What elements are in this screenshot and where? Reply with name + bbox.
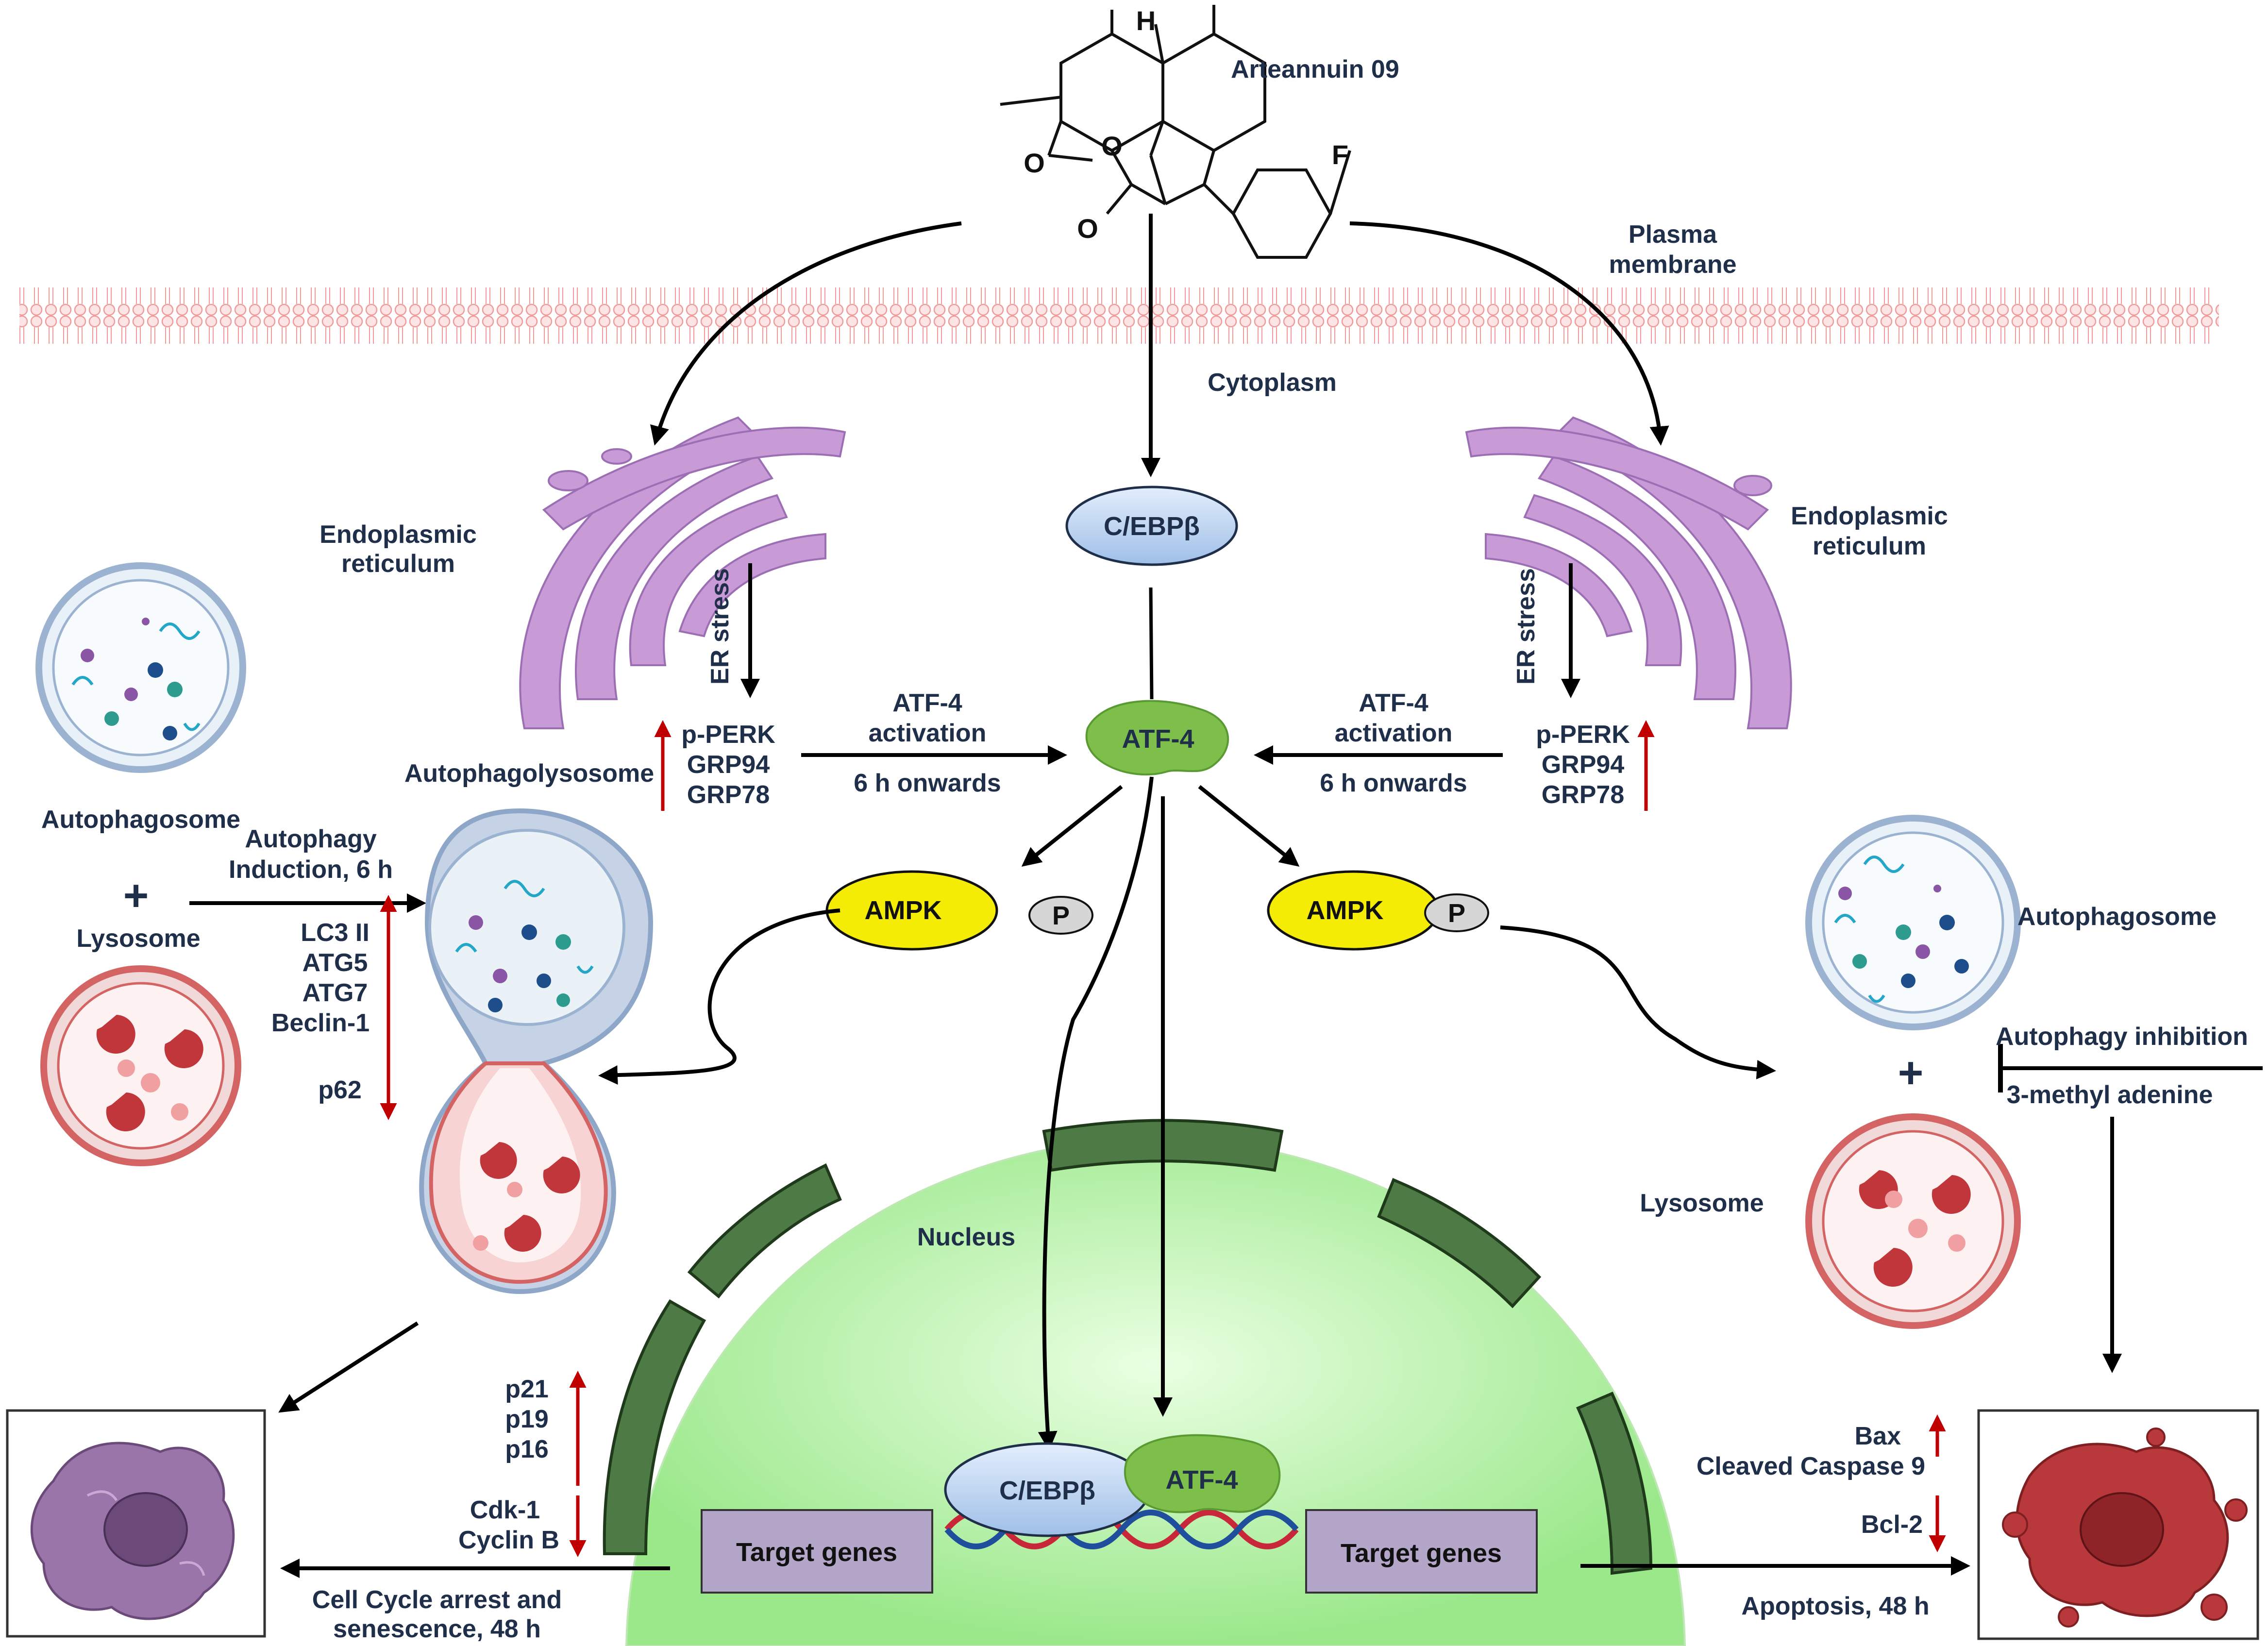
nuclear-atf4-shape (1124, 1434, 1281, 1513)
lc3-marker-4: Beclin-1 (271, 1009, 370, 1037)
right-autophagosome-label: Autophagosome (2017, 903, 2217, 931)
right-activation-2: activation (1335, 719, 1453, 747)
er-right-stress: ER stress (1512, 568, 1540, 685)
membrane-label-1: Plasma (1629, 220, 1717, 249)
p62-marker: p62 (318, 1076, 362, 1104)
autophagolysosome (419, 808, 654, 1294)
compound-name: Arteannuin 09 (1231, 55, 1399, 84)
right-marker-3: GRP78 (1542, 781, 1625, 809)
ampk-left-label: AMPK (865, 896, 942, 925)
atf4-shape (1085, 700, 1229, 776)
cc-up-marker-2: p19 (505, 1405, 549, 1433)
er-right-label-1: Endoplasmic (1791, 502, 1948, 530)
cebpb-oval (1065, 486, 1238, 566)
atom-h: H (1136, 5, 1156, 36)
right-activation-1: ATF-4 (1359, 689, 1428, 717)
right-autophagosome (1805, 815, 2021, 1030)
cc-outcome-line2: senescence, 48 h (333, 1615, 541, 1643)
er-left-label-2: reticulum (341, 550, 455, 578)
er-left (519, 416, 846, 729)
atom-o-ring: O (1101, 131, 1123, 161)
right-marker-2: GRP94 (1542, 751, 1625, 779)
left-marker-2: GRP94 (687, 751, 770, 779)
lc3-marker-1: LC3 II (301, 919, 370, 947)
left-lysosome-label: Lysosome (76, 924, 200, 953)
cc-up-marker-1: p21 (505, 1375, 549, 1403)
apop-down-marker: Bcl-2 (1861, 1511, 1923, 1539)
nuclear-cebpb-label: C/EBPβ (999, 1476, 1095, 1505)
plasma-membrane (19, 282, 2219, 345)
target-genes-left (701, 1509, 933, 1594)
left-autophagosome (35, 562, 246, 773)
right-marker-1: p-PERK (1536, 721, 1630, 749)
atom-o-carbonyl: O (1077, 213, 1098, 244)
er-right-label-2: reticulum (1813, 532, 1926, 560)
ampk-left-p: P (1052, 901, 1070, 930)
cc-down-marker-1: Cdk-1 (470, 1496, 540, 1524)
nuclear-atf4-label: ATF-4 (1166, 1465, 1238, 1495)
induction-line2: Induction, 6 h (229, 856, 393, 884)
atom-f: F (1332, 139, 1348, 170)
induction-line1: Autophagy (245, 825, 377, 853)
apop-up-marker-1: Bax (1855, 1422, 1901, 1450)
cytoplasm-label: Cytoplasm (1208, 369, 1337, 397)
compound-arrows (650, 214, 1669, 477)
autophagy-inhibition: Autophagy inhibition (1996, 1023, 2248, 1051)
autophagolysosome-label: Autophagolysosome (404, 759, 654, 788)
cebpb-label: C/EBPβ (1104, 512, 1200, 541)
er-left-stress: ER stress (706, 568, 734, 685)
cc-up-marker-3: p16 (505, 1435, 549, 1463)
left-lysosome (40, 965, 241, 1166)
senescent-cell (30, 1442, 235, 1620)
left-marker-3: GRP78 (687, 781, 770, 809)
atf4-label: ATF-4 (1122, 724, 1194, 754)
right-plus: + (1898, 1049, 1924, 1097)
er-right (1465, 416, 1792, 729)
inhibitor-3ma: 3-methyl adenine (2007, 1081, 2213, 1109)
target-genes-right (1305, 1509, 1538, 1594)
ampk-right-label: AMPK (1307, 896, 1384, 925)
nucleus-label: Nucleus (917, 1223, 1015, 1251)
left-marker-1: p-PERK (681, 721, 775, 749)
left-activation-3: 6 h onwards (854, 769, 1001, 797)
apoptotic-cell (2002, 1428, 2248, 1628)
left-activation-1: ATF-4 (892, 689, 962, 717)
ampk-right-phospho (1424, 893, 1489, 932)
lc3-marker-2: ATG5 (302, 949, 368, 977)
ampk-left-phospho (1028, 896, 1093, 935)
left-plus: + (123, 872, 149, 920)
target-genes-left-label: Target genes (736, 1538, 897, 1567)
cc-outcome-line1: Cell Cycle arrest and (312, 1586, 562, 1614)
lc3-marker-3: ATG7 (302, 979, 368, 1007)
membrane-label-2: membrane (1609, 251, 1737, 279)
right-lysosome-label: Lysosome (1640, 1189, 1764, 1217)
compound-structure (1000, 5, 1351, 259)
er-left-label-1: Endoplasmic (319, 521, 477, 549)
target-genes-right-label: Target genes (1341, 1539, 1502, 1568)
left-activation-2: activation (869, 719, 987, 747)
apop-up-marker-2: Cleaved Caspase 9 (1697, 1452, 1925, 1480)
apop-outcome: Apoptosis, 48 h (1741, 1592, 1929, 1620)
right-activation-3: 6 h onwards (1320, 769, 1467, 797)
atom-o-epoxide: O (1024, 148, 1045, 178)
ampk-right-p: P (1448, 899, 1465, 928)
right-lysosome (1805, 1113, 2021, 1329)
left-autophagosome-label: Autophagosome (41, 806, 240, 834)
cc-down-marker-2: Cyclin B (458, 1526, 559, 1554)
